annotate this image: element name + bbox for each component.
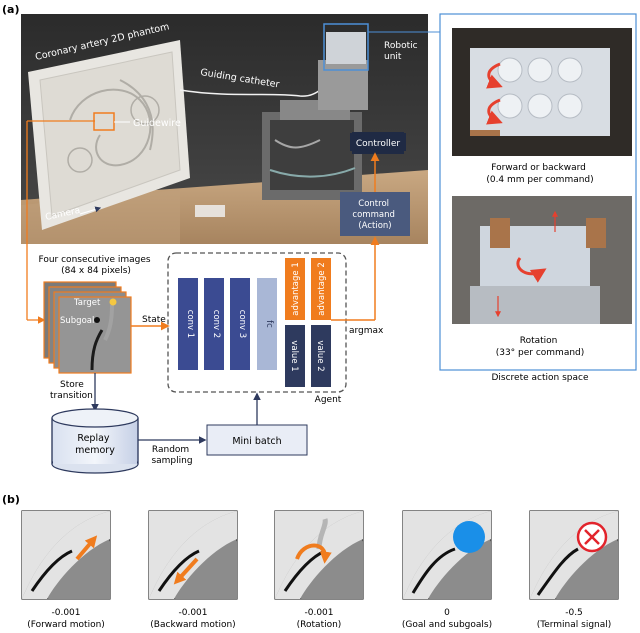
- store-line: Store: [60, 380, 84, 390]
- reward-tile: -0.5 (Terminal signal): [529, 510, 619, 630]
- agent-box: [167, 252, 347, 393]
- store-label: Store transition: [50, 380, 93, 401]
- cmd-line: (Action): [358, 221, 391, 231]
- reward-tile: -0.001 (Forward motion): [21, 510, 111, 630]
- action-space-title: Discrete action space: [491, 373, 588, 383]
- forward-caption: Forward or backward (0.4 mm per command): [486, 163, 593, 185]
- forward-arrow-icon: [75, 535, 98, 561]
- terminal-x-icon: [576, 521, 608, 553]
- target-label: Target: [73, 298, 101, 308]
- guidewire-label: Guidewire: [133, 118, 181, 129]
- reward-label: (Forward motion): [27, 620, 105, 630]
- minibatch-box: [206, 424, 308, 456]
- image-stack: [43, 281, 132, 374]
- conv1-label: conv 1: [185, 310, 195, 338]
- reward-label: (Backward motion): [150, 620, 235, 630]
- guidewire-path: [536, 547, 579, 596]
- goal-circle-icon: [453, 521, 485, 553]
- random-line: sampling: [151, 456, 192, 466]
- fc-label: fc: [264, 320, 274, 328]
- value2-label: value 2: [315, 340, 325, 371]
- fwd-line: Forward or backward: [491, 163, 586, 173]
- advantage2-block: [311, 258, 331, 320]
- guidewire-path: [157, 549, 200, 592]
- reward-tile: -0.001 (Rotation): [274, 510, 364, 630]
- random-label: Random sampling: [151, 445, 192, 466]
- controller-label: Controller: [356, 139, 401, 149]
- target-dot: [109, 298, 117, 306]
- guidewire-path: [411, 547, 456, 594]
- reward-panels: -0.001 (Forward motion) -0.001 (Backward mo…: [21, 510, 619, 630]
- reward-label: (Rotation): [297, 620, 342, 630]
- advantage1-label: advantage 1: [291, 262, 301, 316]
- reward-value: 0: [444, 608, 450, 618]
- replay-line: memory: [75, 445, 115, 456]
- conv3-label: conv 3: [237, 310, 247, 338]
- rotation-caption: Rotation (33° per command): [496, 336, 585, 358]
- reward-label: (Terminal signal): [537, 620, 612, 630]
- conv2-label: conv 2: [211, 310, 221, 338]
- subgoal-dot: [94, 317, 100, 323]
- guidewire-path: [30, 549, 73, 592]
- advantage2-label: advantage 2: [317, 262, 327, 316]
- value2-block: [311, 325, 331, 387]
- replay-label: Replay memory: [75, 433, 115, 456]
- subgoal-label: Subgoal: [60, 316, 94, 326]
- forward-photo: [452, 28, 632, 156]
- img-line: Four consecutive images: [38, 255, 150, 265]
- rot-line: Rotation: [520, 336, 558, 346]
- conv2-block: [204, 278, 224, 370]
- argmax-label: argmax: [349, 326, 384, 336]
- controller-box: [350, 133, 406, 151]
- store-line: transition: [50, 391, 93, 401]
- panel-b-tag: (b): [2, 493, 20, 506]
- state-label: State: [142, 315, 166, 325]
- img-line: (84 x 84 pixels): [61, 266, 131, 276]
- fc-block: [257, 278, 277, 370]
- replay-line: Replay: [77, 433, 110, 444]
- robot-label-line: Robotic: [384, 41, 418, 51]
- conv3-block: [230, 278, 250, 370]
- reward-value: -0.001: [51, 608, 80, 618]
- conv1-block: [178, 278, 198, 370]
- random-line: Random: [152, 445, 189, 455]
- robot-label-line: unit: [384, 52, 402, 62]
- minibatch-label: Mini batch: [232, 436, 281, 447]
- images-caption: Four consecutive images (84 x 84 pixels): [38, 255, 153, 276]
- reward-value: -0.5: [565, 608, 583, 618]
- control-command-box: [340, 192, 410, 236]
- value1-block: [285, 325, 305, 387]
- panel-a-tag: (a): [2, 3, 19, 16]
- reward-value: -0.001: [304, 608, 333, 618]
- reward-tile: 0 (Goal and subgoals): [402, 510, 492, 630]
- reward-tile: -0.001 (Backward motion): [148, 510, 238, 630]
- replay-memory-cylinder: [51, 408, 139, 474]
- rotation-arrow-icon: [295, 518, 332, 564]
- rotation-photo: [452, 196, 632, 324]
- rot-line: (33° per command): [496, 348, 585, 358]
- robot-highlight-box: [323, 23, 369, 71]
- setup-photo: [21, 14, 428, 244]
- cmd-line: Control: [358, 199, 389, 209]
- reward-value: -0.001: [178, 608, 207, 618]
- value1-label: value 1: [289, 340, 299, 371]
- reward-label: (Goal and subgoals): [402, 620, 492, 630]
- fwd-line: (0.4 mm per command): [486, 175, 593, 185]
- cmd-line: command: [352, 210, 394, 220]
- control-command-label: Control command (Action): [352, 199, 397, 231]
- conv-layers: [178, 278, 277, 370]
- backward-arrow-icon: [173, 557, 199, 585]
- agent-label: Agent: [315, 395, 342, 405]
- advantage1-block: [285, 258, 305, 320]
- robot-label: Robotic unit: [384, 41, 420, 62]
